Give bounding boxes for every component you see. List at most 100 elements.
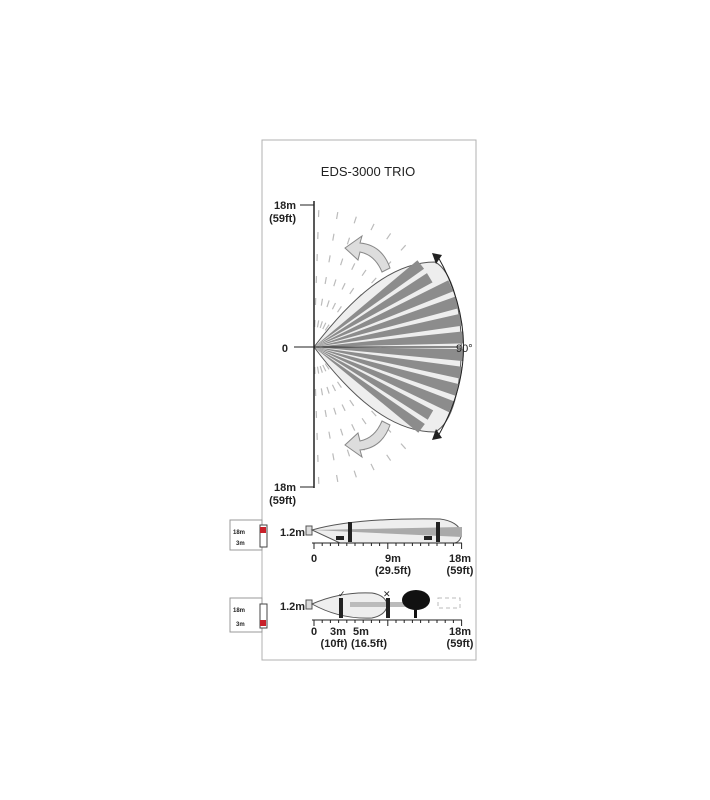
ghost-beam-dash — [319, 321, 323, 329]
ghost-beam-dash — [331, 302, 337, 310]
ghost-beam-dash — [346, 449, 351, 457]
ghost-beam-dash — [320, 298, 324, 306]
person-icon — [386, 598, 390, 618]
tick-label-ft: (29.5ft) — [375, 565, 411, 577]
ghost-beam-dash — [336, 381, 342, 388]
ghost-beam-dash — [332, 453, 335, 461]
detection-rays — [314, 260, 464, 433]
dog-icon — [336, 536, 344, 540]
icon-bottom-label: 3m — [236, 541, 245, 547]
icon-top-label: 18m — [233, 608, 245, 614]
ghost-beam-dash — [351, 263, 356, 270]
ghost-beam-dash — [353, 216, 357, 224]
axis-ticks — [313, 543, 463, 549]
icon-active-marker — [260, 620, 266, 626]
ghost-beam-dash — [349, 287, 355, 295]
mode-icon-short — [229, 597, 263, 633]
top-range-ft: (59ft) — [269, 213, 296, 225]
top-view: 18m (59ft) 0 18m (59ft) 90° — [269, 200, 473, 507]
detection-ray — [314, 347, 454, 413]
person-icon — [339, 598, 343, 618]
short-beam — [350, 602, 410, 607]
ghost-beam-dash — [340, 428, 344, 436]
tick-label: 9m — [385, 553, 401, 565]
ghost-beam-dash — [331, 384, 337, 392]
person-icon — [436, 522, 440, 542]
ghost-beam-dash — [336, 306, 342, 313]
detection-ray — [314, 273, 433, 347]
ghost-beam-dash — [335, 474, 339, 483]
tick-label-ft: (10ft) — [321, 638, 348, 650]
mode-icon-long — [229, 519, 263, 551]
tree-trunk — [414, 605, 417, 618]
detection-ray — [314, 347, 434, 420]
tick-label: 0 — [311, 553, 317, 565]
icon-active-marker — [260, 527, 266, 533]
ghost-beam-dash — [326, 300, 330, 308]
icon-sensor — [259, 603, 268, 629]
ghost-beam-dash — [328, 255, 331, 263]
ghost-beam-dash — [316, 366, 320, 374]
rotate-down-arrow-icon — [344, 420, 391, 459]
tick-label: 18m — [449, 626, 471, 638]
ghost-beam-dash — [341, 282, 346, 290]
icon-bottom-label: 3m — [236, 622, 245, 628]
ghost-beam-dash — [328, 431, 331, 439]
ghost-beam-dash — [324, 276, 327, 285]
detection-ray — [314, 296, 459, 347]
ghost-beam-dash — [370, 463, 375, 471]
tick-label-ft: (59ft) — [447, 638, 474, 650]
tick-label-ft: (16.5ft) — [351, 638, 387, 650]
detection-ray — [314, 347, 460, 396]
ghost-beam-dash — [386, 233, 392, 240]
detection-ray — [314, 313, 463, 347]
person-icon — [348, 522, 352, 542]
zero-label: 0 — [282, 343, 288, 355]
ghost-beam-dash — [322, 322, 327, 330]
ghost-beam-dash — [346, 237, 351, 245]
tick-label: 18m — [449, 553, 471, 565]
ghost-beam-dash — [324, 363, 330, 370]
bottom-range-ft: (59ft) — [269, 495, 296, 507]
icon-top-label: 18m — [233, 530, 245, 536]
blocked-zone — [437, 597, 461, 609]
ghost-beam-dash — [351, 424, 356, 431]
tick-label: 0 — [311, 626, 317, 638]
sensor-icon — [305, 525, 313, 536]
ghost-beam-dash — [349, 399, 355, 407]
ghost-beam-dash — [400, 244, 407, 251]
detection-ray — [314, 280, 454, 347]
detection-ray — [314, 347, 463, 379]
mount-height: 1.2m — [280, 527, 305, 539]
cross-icon: ✕ — [383, 589, 391, 599]
detection-ray — [314, 260, 425, 347]
ghost-beam-dash — [370, 223, 375, 231]
tick-label: 5m — [353, 626, 369, 638]
ghost-beam-dash — [326, 386, 330, 394]
ghost-beam-dash — [320, 388, 324, 396]
ghost-beam-dash — [386, 454, 392, 461]
ghost-beam-dash — [371, 277, 377, 284]
rotate-up-arrow-icon — [344, 234, 391, 273]
ghost-beam-dash — [324, 409, 327, 418]
icon-sensor — [259, 524, 268, 548]
ghost-beam-dash — [400, 443, 407, 450]
dog-icon — [424, 536, 432, 540]
ghost-beam-dash — [361, 269, 367, 277]
bottom-range: 18m — [274, 482, 296, 494]
ghost-beam-dash — [340, 258, 344, 266]
mount-height: 1.2m — [280, 601, 305, 613]
ghost-beam-dash — [371, 410, 377, 417]
ghost-beam-dash — [324, 324, 330, 331]
ghost-beam-dash — [322, 364, 327, 372]
ghost-beam-dash — [333, 407, 337, 415]
ghost-beam-dash — [332, 233, 335, 241]
detection-ray — [314, 347, 464, 362]
short-range-view: 18m 3m 1.2m ✓ ✕ 0 3m (10ft) 5m (16.5ft) … — [229, 589, 474, 650]
tree-icon — [402, 590, 430, 610]
sensor-icon — [305, 599, 313, 610]
check-icon: ✓ — [338, 589, 346, 599]
detection-ray — [314, 347, 425, 433]
detection-ray — [314, 331, 464, 347]
